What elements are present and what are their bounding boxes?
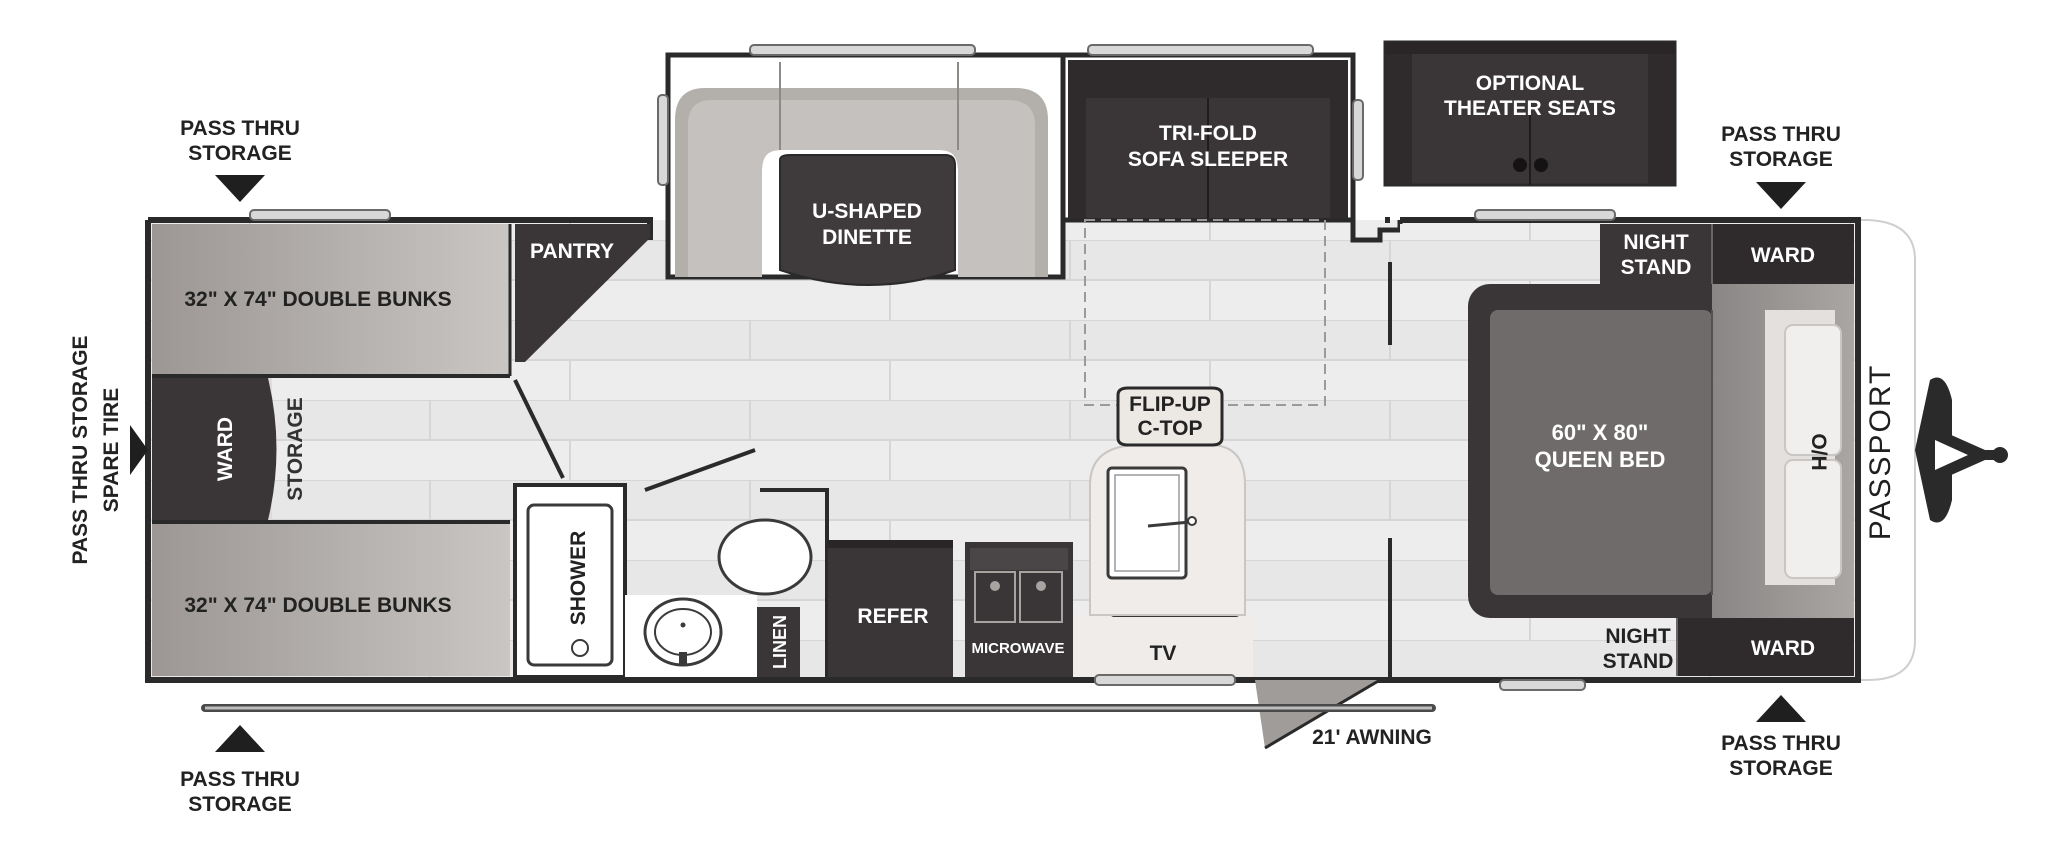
arrow-up-icon [215,725,265,752]
pass-thru-storage-bottom-left-l2: STORAGE [188,793,291,816]
front-bedroom [1388,209,1854,691]
dinette-table [779,154,956,286]
microwave-label: MICROWAVE [971,640,1064,657]
rear-bunks [152,209,512,676]
bunk-top-label: 32" X 74" DOUBLE BUNKS [184,288,451,311]
storage-arrows [130,175,1806,752]
window [657,94,669,186]
refer-label: REFER [857,605,928,628]
arrow-down-icon [1756,182,1806,209]
dinette-label-l2: DINETTE [822,226,912,249]
window [1352,99,1364,181]
kitchen [828,386,1253,686]
night-stand-bottom-l1: NIGHT [1605,625,1671,648]
flip-up-label-l2: C-TOP [1138,417,1203,440]
night-stand-bottom-l2: STAND [1603,650,1674,673]
bunk-bottom-label: 32" X 74" DOUBLE BUNKS [184,594,451,617]
ward-rear-label: WARD [214,417,237,481]
tv-label: TV [1150,642,1177,665]
ward-top-label: WARD [1751,244,1815,267]
window [1094,674,1236,686]
theater-label-l2: THEATER SEATS [1444,97,1616,120]
ward-bottom-label: WARD [1751,637,1815,660]
brand-logo: PASSPORT [1864,364,1897,541]
linen-label: LINEN [770,615,790,669]
pass-thru-storage-top-right-l2: STORAGE [1729,148,1832,171]
theater-seats [1383,40,1677,187]
window [249,209,391,221]
dinette-label-l1: U-SHAPED [812,200,922,223]
queen-bed-label-l2: QUEEN BED [1535,447,1666,472]
pantry-label: PANTRY [530,240,614,263]
oh-label: O/H [1807,433,1830,470]
sofa-slide [1060,44,1403,406]
theater-label-l1: OPTIONAL [1476,72,1585,95]
arrow-right-icon [130,425,148,475]
window [1087,44,1314,56]
spare-tire-storage-l2: SPARE TIRE [100,388,123,512]
window [1474,209,1616,221]
awning-label: 21' AWNING [1312,726,1432,749]
window [1499,679,1586,691]
hitch [1915,377,2008,523]
pass-thru-storage-bottom-right-l2: STORAGE [1729,757,1832,780]
pantry [513,224,650,479]
sofa-label-l2: SOFA SLEEPER [1128,148,1288,171]
spare-tire-storage-l1: PASS THRU STORAGE [69,335,92,564]
arrow-down-icon [215,175,265,202]
arrow-up-icon [1756,695,1806,722]
night-stand-top-l2: STAND [1621,256,1692,279]
flip-up-label-l1: FLIP-UP [1129,393,1211,416]
pass-thru-storage-top-left-l2: STORAGE [188,142,291,165]
night-stand-top-l1: NIGHT [1623,231,1689,254]
pass-thru-storage-bottom-left-l1: PASS THRU [180,768,300,791]
pass-thru-storage-top-left-l1: PASS THRU [180,117,300,140]
window [749,44,976,56]
dinette-slide [657,44,1066,286]
bathroom [513,448,829,679]
pass-thru-storage-bottom-right-l1: PASS THRU [1721,732,1841,755]
entry-door [1255,678,1381,750]
queen-bed-label-l1: 60" X 80" [1552,420,1649,445]
sofa-label-l1: TRI-FOLD [1159,122,1257,145]
pass-thru-storage-top-right-l1: PASS THRU [1721,123,1841,146]
shower-label: SHOWER [567,531,590,626]
storage-rear-label: STORAGE [284,397,307,500]
